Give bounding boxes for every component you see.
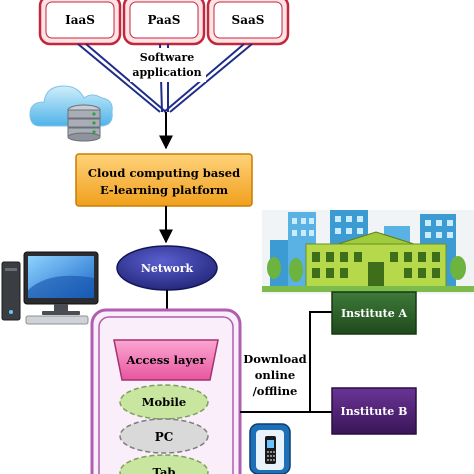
iaas-label: IaaS	[65, 13, 95, 27]
platform-label-line2: E-learning platform	[100, 183, 228, 197]
mobile-label: Mobile	[142, 395, 187, 409]
download-label-line1: Download	[243, 352, 306, 366]
download-label-line2: online	[255, 368, 295, 382]
desktop-computer-icon	[1, 251, 99, 325]
download-label-line3: /offline	[253, 384, 298, 398]
paas-label: PaaS	[148, 13, 181, 27]
tab-node	[119, 454, 209, 474]
institute-a-box	[331, 291, 417, 335]
institute-b-box	[331, 387, 417, 435]
network-label: Network	[141, 262, 194, 275]
platform-box	[75, 153, 253, 207]
cloud-database-icon	[29, 85, 113, 142]
buildings-illustration	[262, 210, 474, 294]
mobile-phone-icon	[249, 423, 291, 474]
pc-node	[119, 418, 209, 454]
access-layer-shape	[113, 339, 219, 381]
software-application-label-line2: application	[132, 66, 201, 79]
access-layer-label: Access layer	[125, 353, 206, 367]
institute-b-label: Institute B	[341, 405, 408, 418]
software-application-label-line1: Software	[140, 51, 194, 64]
saas-label: SaaS	[232, 13, 265, 27]
institute-a-label: Institute A	[341, 307, 408, 320]
platform-label-line1: Cloud computing based	[88, 166, 240, 180]
pc-label: PC	[155, 430, 174, 444]
tab-label: Tab	[153, 465, 176, 474]
